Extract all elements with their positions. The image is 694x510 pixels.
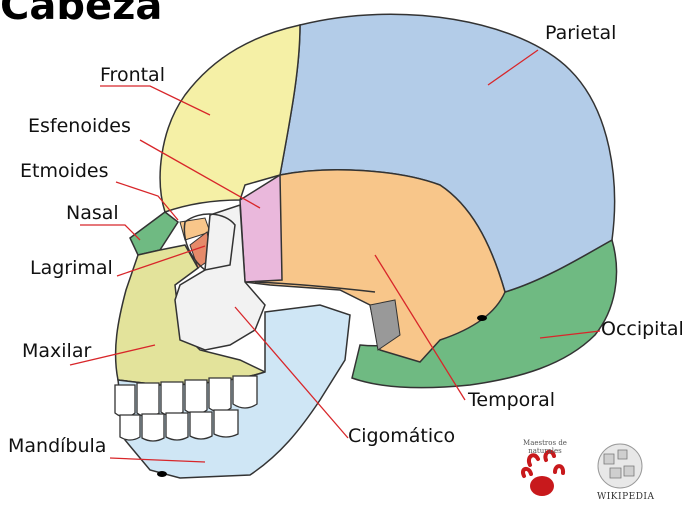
ear-canal — [477, 315, 487, 321]
mental-foramen — [157, 471, 167, 477]
label-mandibula: Mandíbula — [8, 437, 106, 456]
wikipedia-globe-image — [598, 444, 642, 488]
label-etmoides: Etmoides — [20, 162, 109, 181]
diagram-title: Cabeza — [0, 0, 162, 26]
label-esfenoides: Esfenoides — [28, 117, 131, 136]
label-occipital: Occipital — [601, 320, 684, 339]
label-lagrimal: Lagrimal — [30, 259, 113, 278]
label-maxilar: Maxilar — [22, 342, 91, 361]
label-nasal: Nasal — [66, 204, 119, 223]
label-temporal: Temporal — [468, 391, 555, 410]
sphenoid-bone — [240, 175, 282, 282]
maestros-logo-text: Maestros de naturales — [508, 440, 582, 455]
label-frontal: Frontal — [100, 66, 165, 85]
wikipedia-logo-text: WIKIPEDIA — [597, 492, 654, 502]
label-cigomatico: Cigomático — [348, 427, 455, 446]
label-parietal: Parietal — [545, 24, 616, 43]
